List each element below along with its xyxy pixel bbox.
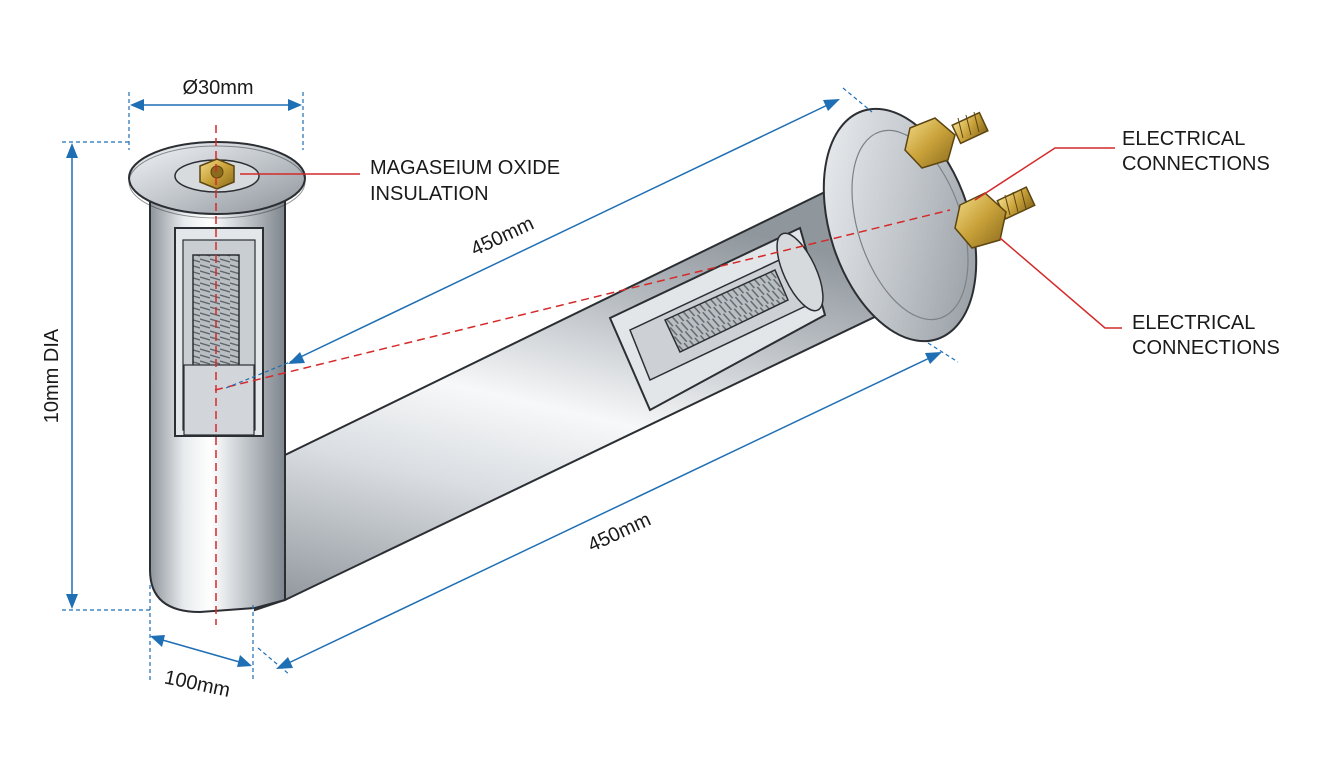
top-diameter-dimension: Ø30mm [182,77,253,99]
bottom-width-dimension: 100mm [162,666,232,701]
insulation-label-line2: INSULATION [370,183,489,205]
vertical-cutaway [174,227,264,437]
leader-lines [240,147,1122,329]
diagonal-cutaway [608,226,827,412]
height-dimension: 10mm DIA [41,328,63,423]
connections-bottom-label-line1: ELECTRICAL [1132,312,1255,334]
insulation-label-line1: MAGASEIUM OXIDE [370,157,560,179]
upper-length-dimension: 450mm [468,212,538,260]
terminal-bottom [954,186,1036,249]
lower-length-dimension: 450mm [585,508,655,556]
connections-top-label-line2: CONNECTIONS [1122,153,1270,175]
dimension-lines [62,87,959,680]
connections-top-label-line1: ELECTRICAL [1122,128,1245,150]
centerlines [214,125,951,625]
connections-bottom-label-line2: CONNECTIONS [1132,337,1280,359]
top-flange [128,141,306,219]
terminal-top [904,111,989,169]
diagonal-pipe [253,168,912,612]
